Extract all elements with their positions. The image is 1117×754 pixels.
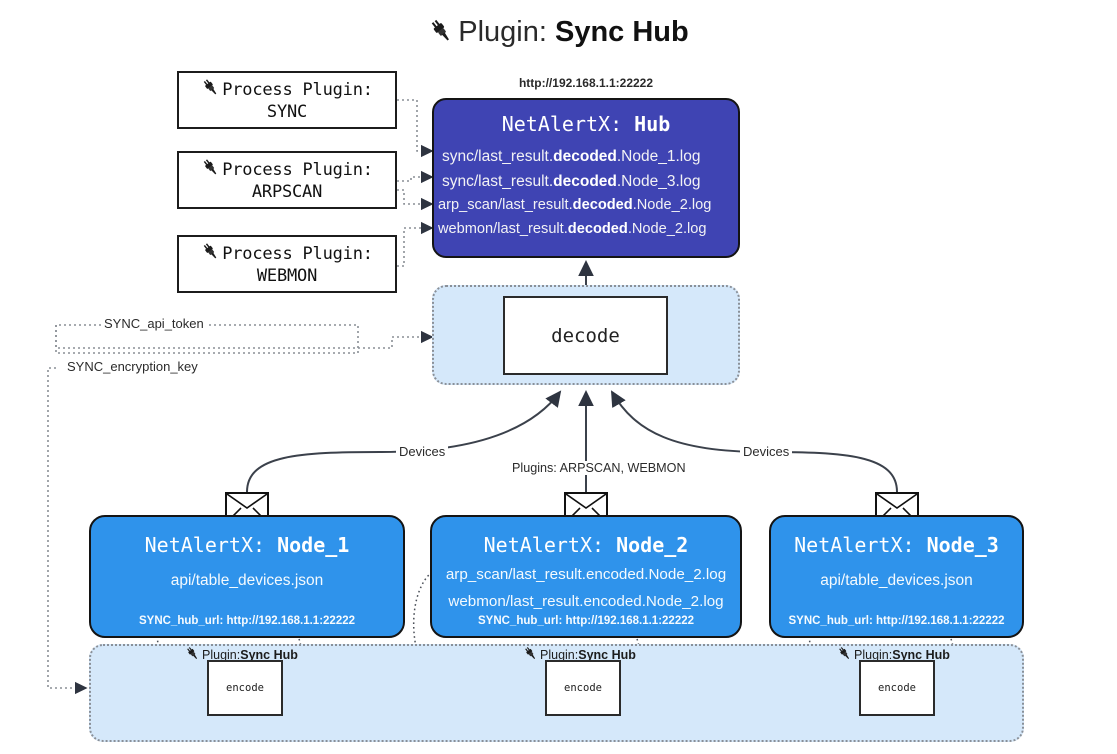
node-footer: SYNC_hub_url: http://192.168.1.1:22222 [138, 615, 356, 627]
plug-icon [428, 18, 454, 52]
title-name: Sync Hub [554, 16, 689, 48]
hub-title: NetAlertX: Hub [434, 112, 738, 136]
hub-log-line: sync/last_result.decoded.Node_3.log [442, 173, 701, 191]
process-plugin-webmon[interactable]: Process Plugin: WEBMON [177, 235, 397, 293]
hub-log-line: webmon/last_result.decoded.Node_2.log [438, 220, 707, 237]
encoder-caption-3: Plugin: Sync Hub [837, 646, 950, 664]
node-data-line: webmon/last_result.encoded.Node_2.log [448, 593, 724, 611]
process-plugin-sync[interactable]: Process Plugin: SYNC [177, 71, 397, 129]
plug-icon [201, 158, 220, 182]
hub-url-label: http://192.168.1.1:22222 [518, 76, 654, 90]
node-title: NetAlertX: Node_1 [144, 533, 350, 557]
node-data-line: api/table_devices.json [820, 572, 973, 589]
process-plugin-arpscan[interactable]: Process Plugin: ARPSCAN [177, 151, 397, 209]
process-plugin-name: SYNC [266, 101, 308, 122]
plug-icon [185, 646, 200, 664]
node-title: NetAlertX: Node_2 [483, 533, 689, 557]
plug-icon [201, 242, 220, 266]
page-title: Plugin: Sync Hub [0, 16, 1117, 52]
hub-title-name: Hub [634, 112, 671, 136]
hub-log-line: arp_scan/last_result.decoded.Node_2.log [438, 197, 712, 214]
node-1[interactable]: NetAlertX: Node_1 api/table_devices.json… [89, 515, 405, 638]
edge-label-plugins-center: Plugins: ARPSCAN, WEBMON [509, 461, 689, 475]
encoder-caption-2: Plugin: Sync Hub [523, 646, 636, 664]
edge-label-devices-left: Devices [396, 444, 449, 459]
process-plugin-label: Process Plugin: [222, 79, 373, 100]
plug-icon [837, 646, 852, 664]
decode-box[interactable]: decode [503, 296, 668, 375]
process-plugin-name: ARPSCAN [251, 181, 323, 202]
edge-label-encryption-key: SYNC_encryption_key [64, 359, 201, 374]
node-data-line: arp_scan/last_result.encoded.Node_2.log [445, 566, 727, 583]
process-plugin-name: WEBMON [256, 265, 318, 286]
encode-box-3[interactable]: encode [859, 660, 935, 716]
encoder-caption-1: Plugin: Sync Hub [185, 646, 298, 664]
process-plugin-label: Process Plugin: [222, 159, 373, 180]
encode-box-1[interactable]: encode [207, 660, 283, 716]
hub-title-prefix: NetAlertX: [501, 112, 635, 136]
process-plugin-label: Process Plugin: [222, 243, 373, 264]
node-footer: SYNC_hub_url: http://192.168.1.1:22222 [788, 615, 1005, 627]
edge-label-devices-right: Devices [740, 444, 793, 459]
node-data-line: api/table_devices.json [170, 572, 324, 589]
node-2[interactable]: NetAlertX: Node_2 arp_scan/last_result.e… [430, 515, 742, 638]
plug-icon [523, 646, 538, 664]
plug-icon [201, 78, 220, 102]
title-prefix: Plugin: [458, 16, 555, 48]
node-footer: SYNC_hub_url: http://192.168.1.1:22222 [477, 615, 695, 627]
node-title: NetAlertX: Node_3 [794, 533, 999, 557]
edge-label-api-token: SYNC_api_token [101, 316, 207, 331]
hub-log-line: sync/last_result.decoded.Node_1.log [442, 148, 701, 165]
hub-node[interactable]: NetAlertX: Hub sync/last_result.decoded.… [432, 98, 740, 258]
node-3[interactable]: NetAlertX: Node_3 api/table_devices.json… [769, 515, 1024, 638]
encode-box-2[interactable]: encode [545, 660, 621, 716]
